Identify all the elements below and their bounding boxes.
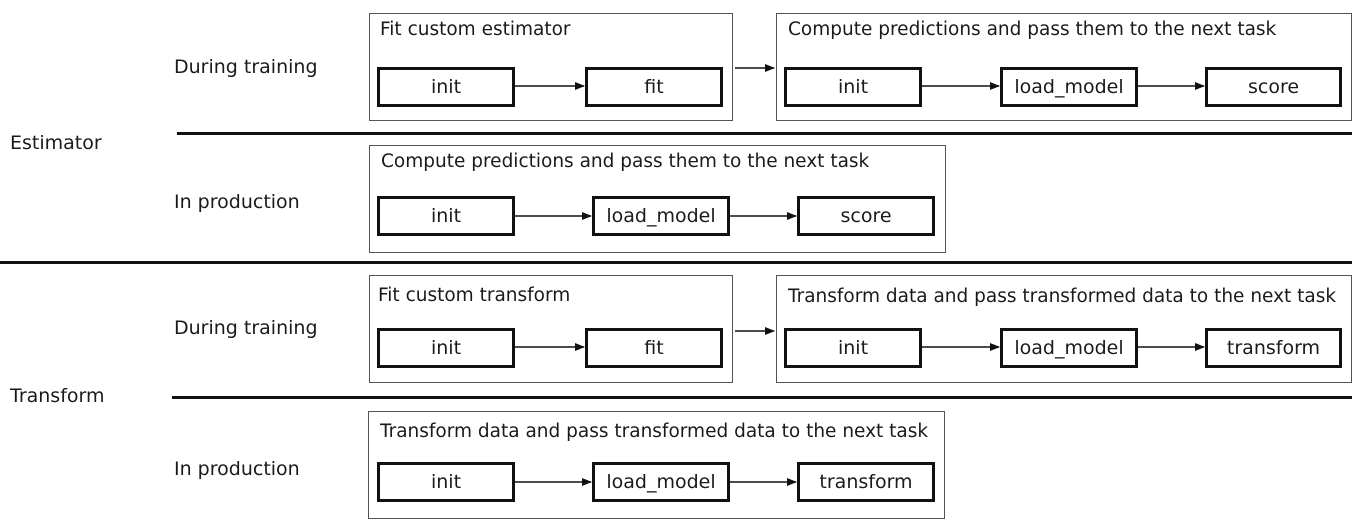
step-transform: transform [1205, 328, 1342, 368]
divider-estimator-rows [177, 132, 1352, 135]
step-fit: fit [585, 328, 723, 368]
step-transform: transform [797, 462, 935, 502]
row-label-transform-training: During training [174, 317, 318, 339]
step-fit: fit [585, 67, 723, 107]
step-score: score [797, 196, 935, 236]
group-title: Transform data and pass transformed data… [788, 286, 1337, 307]
group-title: Fit custom transform [378, 285, 571, 306]
row-label-transform-production: In production [174, 458, 300, 480]
step-init: init [784, 67, 922, 107]
group-title: Compute predictions and pass them to the… [788, 19, 1277, 40]
group-title: Fit custom estimator [380, 19, 571, 40]
group-title: Transform data and pass transformed data… [380, 421, 929, 442]
row-label-estimator-training: During training [174, 56, 318, 78]
step-load-model: load_model [1000, 328, 1138, 368]
group-title: Compute predictions and pass them to the… [381, 151, 870, 172]
step-score: score [1205, 67, 1342, 107]
section-label-estimator: Estimator [10, 132, 102, 154]
step-init: init [377, 462, 515, 502]
row-label-estimator-production: In production [174, 191, 300, 213]
step-init: init [784, 328, 922, 368]
divider-transform-rows [172, 396, 1352, 399]
step-load-model: load_model [592, 196, 730, 236]
step-init: init [377, 67, 515, 107]
section-label-transform: Transform [10, 385, 105, 407]
divider-sections [0, 261, 1352, 264]
step-load-model: load_model [592, 462, 730, 502]
step-load-model: load_model [1000, 67, 1138, 107]
step-init: init [377, 196, 515, 236]
step-init: init [377, 328, 515, 368]
